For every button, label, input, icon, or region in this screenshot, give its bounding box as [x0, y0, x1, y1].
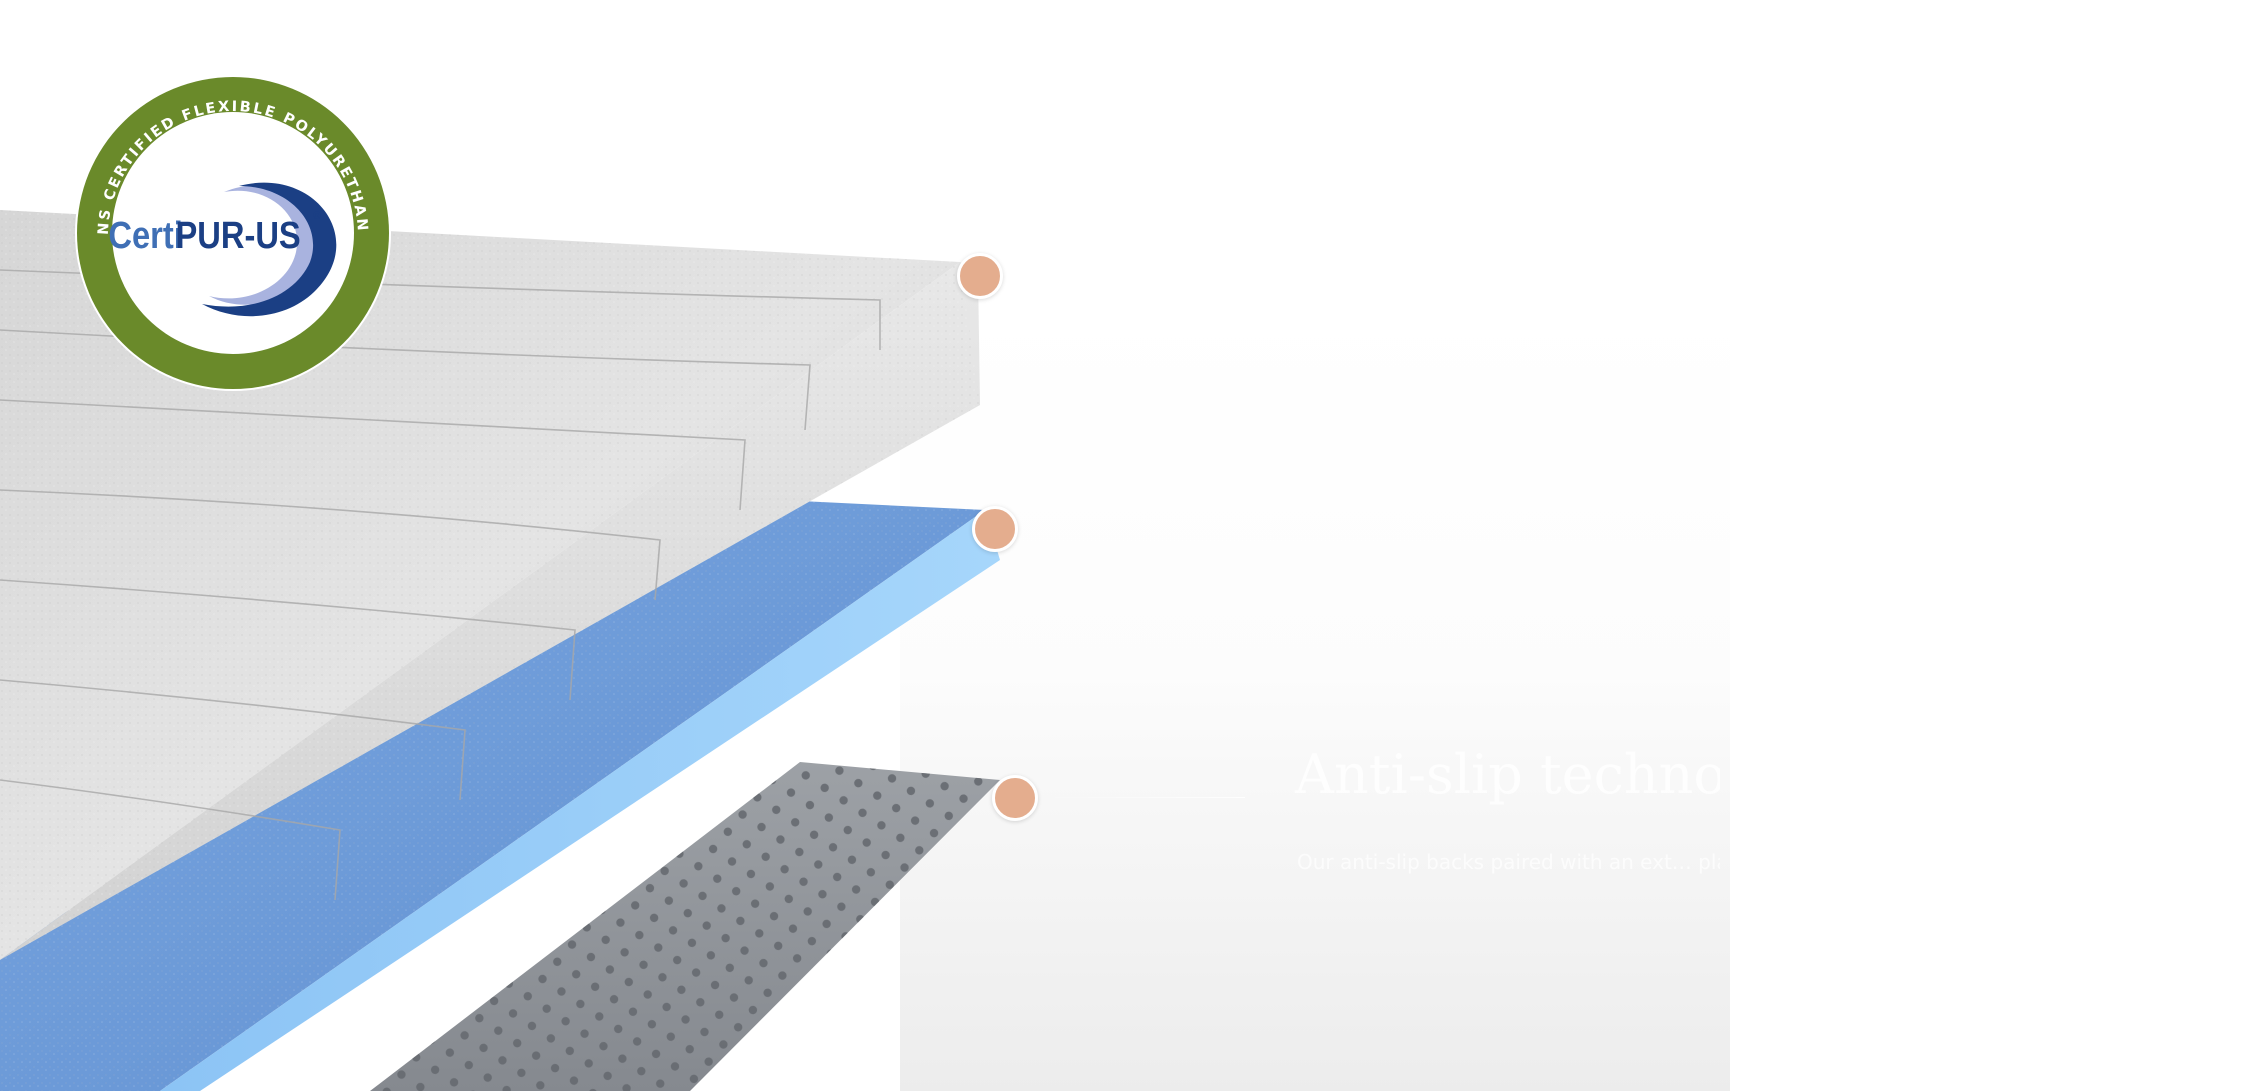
badge-logo-certi: Certi	[108, 214, 182, 257]
badge-logo-pur-us: PUR-US	[175, 214, 300, 257]
badge-registered-mark: ®	[313, 210, 321, 222]
hotspot-anti-slip-base[interactable]	[992, 775, 1038, 821]
hotspot-connector-line	[1040, 797, 1245, 798]
hotspot-top-cover[interactable]	[957, 253, 1003, 299]
feature-panel: Anti-slip technolo Our anti-slip backs p…	[1290, 740, 1720, 1091]
feature-description: Our anti-slip backs paired with an ext… …	[1297, 850, 1720, 874]
certipur-us-badge: CONTAINS CERTIFIED FLEXIBLE POLYURETHANE…	[74, 74, 391, 391]
top-cover-layer	[0, 210, 980, 960]
badge-swoosh-icon	[202, 182, 337, 317]
memory-foam-layer	[0, 500, 1000, 1091]
anti-slip-base-layer	[370, 762, 1000, 1091]
feature-title: Anti-slip technolo	[1295, 743, 1720, 806]
hotspot-memory-foam[interactable]	[972, 506, 1018, 552]
